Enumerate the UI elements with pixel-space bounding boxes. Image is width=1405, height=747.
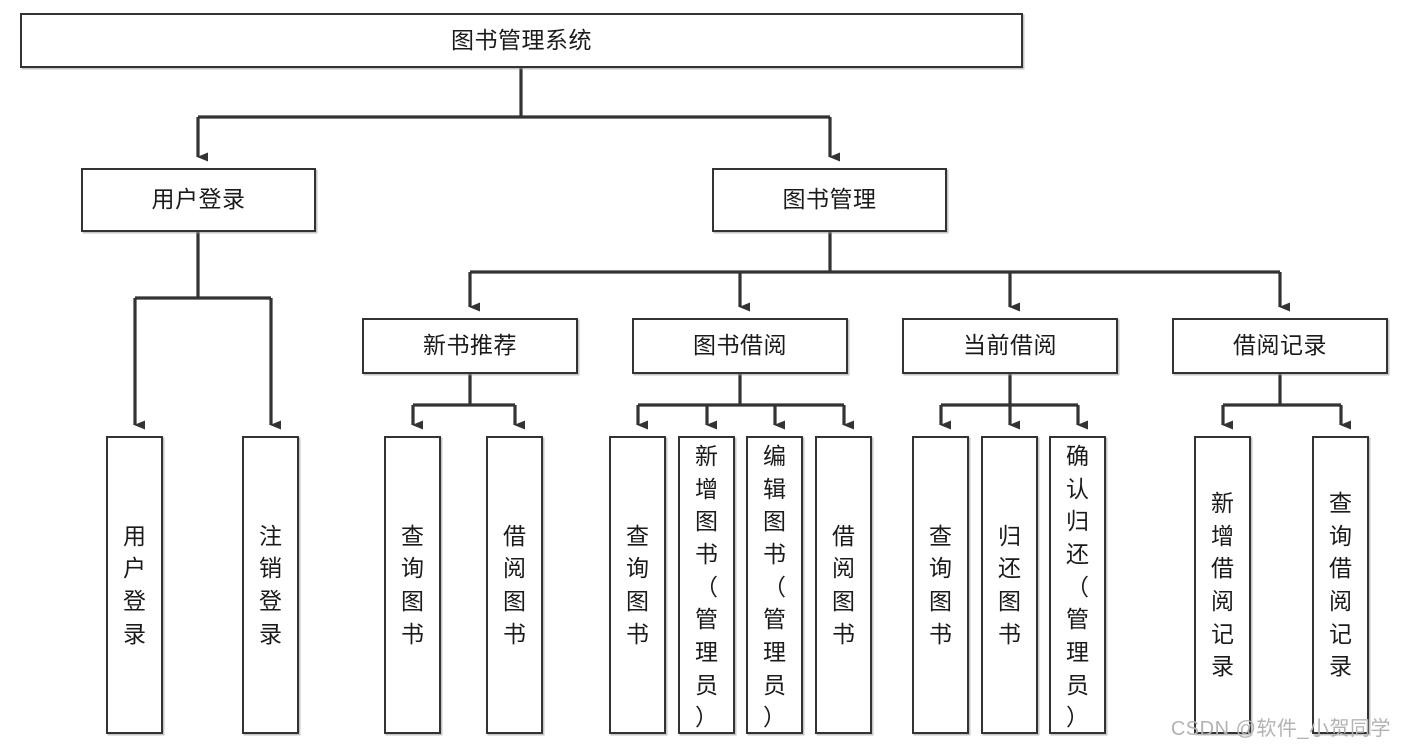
node-leaf-query-borrow-record-label: 查 询 借 阅 记 录 bbox=[1329, 490, 1352, 680]
watermark-text: CSDN @软件_小贺同学 bbox=[1170, 718, 1391, 740]
node-leaf-logout[interactable]: 注 销 登 录 bbox=[242, 436, 299, 734]
node-root-label: 图书管理系统 bbox=[451, 26, 592, 53]
node-book-manage-label: 图书管理 bbox=[782, 186, 877, 213]
node-leaf-borrow-book-rec[interactable]: 借 阅 图 书 bbox=[486, 436, 543, 734]
node-book-borrow[interactable]: 图书借阅 bbox=[632, 318, 848, 374]
node-leaf-edit-book-admin[interactable]: 编 辑 图 书 （ 管 理 员 ） bbox=[746, 436, 803, 734]
node-user-login-label: 用户登录 bbox=[151, 186, 246, 213]
node-leaf-borrow-book[interactable]: 借 阅 图 书 bbox=[815, 436, 872, 734]
node-leaf-query-book-rec-label: 查 询 图 书 bbox=[401, 522, 424, 647]
node-leaf-add-book-admin-label: 新 增 图 书 （ 管 理 员 ） bbox=[695, 443, 718, 731]
node-leaf-user-login[interactable]: 用 户 登 录 bbox=[106, 436, 163, 734]
node-leaf-add-borrow-record-label: 新 增 借 阅 记 录 bbox=[1211, 490, 1234, 680]
node-leaf-add-borrow-record[interactable]: 新 增 借 阅 记 录 bbox=[1194, 436, 1251, 734]
node-leaf-query-borrow-record[interactable]: 查 询 借 阅 记 录 bbox=[1312, 436, 1369, 734]
node-leaf-edit-book-admin-label: 编 辑 图 书 （ 管 理 员 ） bbox=[763, 443, 786, 731]
node-leaf-return-book-label: 归 还 图 书 bbox=[998, 522, 1021, 647]
node-leaf-query-book-label: 查 询 图 书 bbox=[626, 522, 649, 647]
node-root[interactable]: 图书管理系统 bbox=[20, 13, 1023, 68]
node-book-borrow-label: 图书借阅 bbox=[693, 332, 787, 359]
node-book-manage[interactable]: 图书管理 bbox=[712, 168, 947, 232]
node-leaf-query-book[interactable]: 查 询 图 书 bbox=[609, 436, 666, 734]
node-leaf-return-book[interactable]: 归 还 图 书 bbox=[981, 436, 1038, 734]
node-current-borrow-label: 当前借阅 bbox=[963, 332, 1057, 359]
node-leaf-query-book-rec[interactable]: 查 询 图 书 bbox=[384, 436, 441, 734]
node-leaf-query-book-current-label: 查 询 图 书 bbox=[929, 522, 952, 647]
node-user-login[interactable]: 用户登录 bbox=[81, 168, 316, 232]
node-leaf-confirm-return-admin[interactable]: 确 认 归 还 （ 管 理 员 ） bbox=[1049, 436, 1106, 734]
node-leaf-query-book-current[interactable]: 查 询 图 书 bbox=[912, 436, 969, 734]
node-new-book-rec-label: 新书推荐 bbox=[423, 332, 517, 359]
node-leaf-borrow-book-rec-label: 借 阅 图 书 bbox=[503, 522, 526, 647]
node-new-book-rec[interactable]: 新书推荐 bbox=[362, 318, 578, 374]
node-leaf-borrow-book-label: 借 阅 图 书 bbox=[832, 522, 855, 647]
node-current-borrow[interactable]: 当前借阅 bbox=[902, 318, 1118, 374]
node-leaf-logout-label: 注 销 登 录 bbox=[259, 522, 282, 647]
node-leaf-confirm-return-admin-label: 确 认 归 还 （ 管 理 员 ） bbox=[1066, 443, 1089, 731]
node-borrow-record[interactable]: 借阅记录 bbox=[1172, 318, 1388, 374]
node-leaf-user-login-label: 用 户 登 录 bbox=[123, 522, 146, 647]
node-borrow-record-label: 借阅记录 bbox=[1233, 332, 1327, 359]
node-leaf-add-book-admin[interactable]: 新 增 图 书 （ 管 理 员 ） bbox=[678, 436, 735, 734]
